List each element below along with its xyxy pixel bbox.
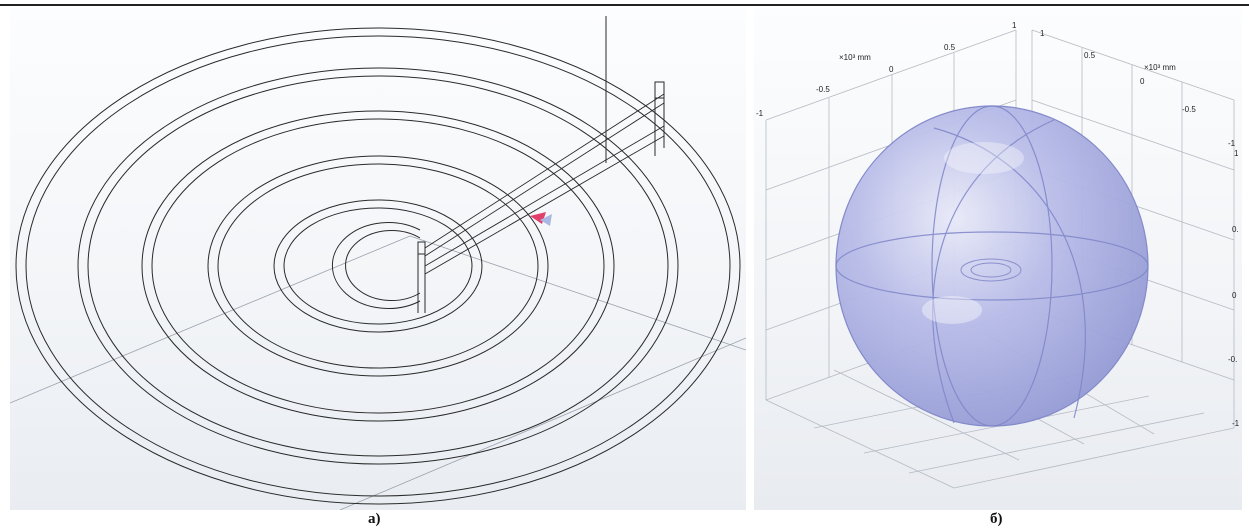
ground-plane-lines <box>9 235 747 511</box>
spiral-coil-svg <box>9 16 747 511</box>
feed-bridge <box>424 93 665 275</box>
coil-turns <box>15 27 741 505</box>
caption-a: а) <box>368 511 381 527</box>
sphere-domain-view[interactable]: ×10³ mm -1 -0.5 0 0.5 1 ×10³ mm 1 0.5 0 … <box>754 8 1242 510</box>
sphere-svg: ×10³ mm -1 -0.5 0 0.5 1 ×10³ mm 1 0.5 0 … <box>756 21 1240 489</box>
outer-terminal <box>605 16 665 163</box>
vertical-axis-tick: -0. <box>1228 355 1237 364</box>
vertical-axis-tick: 1 <box>1234 149 1239 158</box>
inner-lead <box>417 241 426 313</box>
vertical-axis-labels: 1 0. 0 -0. -1 <box>1228 149 1240 428</box>
right-axis-tick: 1 <box>1040 29 1045 38</box>
vertical-axis-tick: 0. <box>1232 225 1239 234</box>
spiral-coil-view[interactable] <box>9 8 747 511</box>
caption-b: б) <box>990 511 1003 527</box>
left-axis-unit: ×10³ mm <box>839 53 871 62</box>
top-rule <box>0 4 1249 6</box>
right-axis-tick: -1 <box>1228 139 1236 148</box>
left-axis-labels: ×10³ mm -1 -0.5 0 0.5 1 <box>756 21 1017 118</box>
right-axis-tick: 0.5 <box>1084 51 1096 60</box>
left-axis-tick: 0 <box>889 65 894 74</box>
right-axis-labels: ×10³ mm 1 0.5 0 -0.5 -1 <box>1040 29 1236 148</box>
port-marker[interactable] <box>530 212 552 226</box>
left-axis-tick: -0.5 <box>816 85 830 94</box>
right-axis-unit: ×10³ mm <box>1144 63 1176 72</box>
vertical-axis-tick: 0 <box>1232 291 1237 300</box>
left-axis-tick: 1 <box>1012 21 1017 30</box>
sphere[interactable] <box>835 105 1149 427</box>
left-axis-tick: 0.5 <box>944 43 956 52</box>
vertical-axis-tick: -1 <box>1232 419 1240 428</box>
left-axis-tick: -1 <box>756 109 764 118</box>
right-axis-tick: 0 <box>1140 77 1145 86</box>
right-axis-tick: -0.5 <box>1182 105 1196 114</box>
